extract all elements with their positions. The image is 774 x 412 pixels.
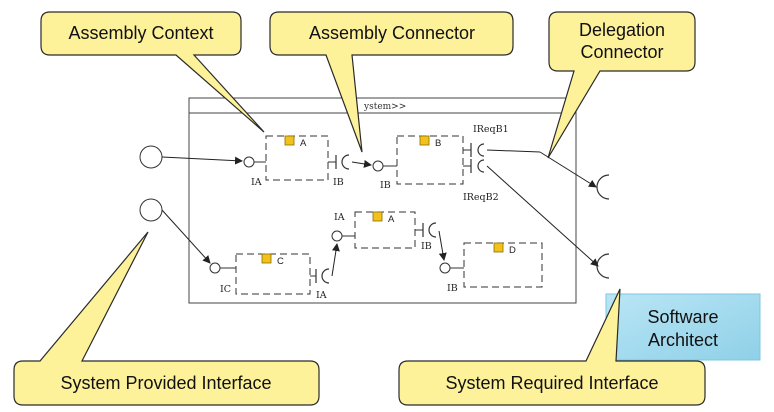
provided-port-ic[interactable] (209, 262, 221, 274)
component-name: A (388, 214, 395, 225)
port-label: IC (220, 284, 231, 295)
callout-assembly-context: Assembly Context (40, 11, 265, 133)
assembly-connector (438, 230, 447, 261)
port-label: IReqB1 (473, 124, 509, 135)
callout-label: Assembly Context (68, 23, 213, 43)
required-port-ireqb2[interactable] (477, 159, 485, 173)
required-port-ia[interactable] (321, 268, 330, 284)
component-b[interactable]: B (396, 135, 464, 185)
provided-port-ia[interactable] (243, 156, 255, 168)
delegation-connector (161, 156, 243, 165)
component-icon (372, 211, 383, 222)
component-icon (261, 253, 272, 264)
port-label: IB (421, 241, 432, 252)
component-icon (284, 135, 295, 146)
port-label: IB (447, 283, 458, 294)
system-provided-interface-1[interactable] (139, 145, 163, 169)
callout-label: Assembly Connector (309, 23, 475, 43)
required-port-ib[interactable] (341, 154, 350, 170)
component-name: A (300, 138, 307, 149)
component-d[interactable]: D (463, 242, 543, 288)
role-label: Architect (648, 330, 718, 350)
system-frame: ystem>> (188, 97, 577, 304)
provided-port-ib[interactable] (439, 262, 451, 274)
callout-system-required-interface: System Required Interface (398, 288, 706, 406)
provided-port-ia[interactable] (331, 230, 343, 242)
callout-label: Delegation (579, 20, 665, 40)
port-label: IA (251, 177, 262, 188)
port-label: IA (334, 212, 345, 223)
required-port-ireqb1[interactable] (477, 143, 485, 157)
component-a-top[interactable]: A (265, 135, 329, 181)
callout-system-provided-interface: System Provided Interface (13, 231, 320, 406)
component-name: B (435, 138, 441, 149)
assembly-connector (331, 243, 340, 277)
callout-label: Connector (580, 42, 663, 62)
port-label: IA (316, 290, 327, 301)
port-label: IB (333, 177, 344, 188)
system-title: ystem>> (363, 102, 406, 112)
component-icon (419, 135, 430, 146)
system-required-interface-1[interactable] (596, 174, 610, 200)
role-label: Software (647, 307, 718, 327)
system-provided-interface-2[interactable] (139, 198, 163, 222)
system-required-interface-2[interactable] (596, 253, 610, 279)
delegation-connector (539, 151, 597, 188)
provided-port-ib[interactable] (372, 160, 384, 172)
component-name: C (277, 256, 284, 267)
callout-label: System Required Interface (445, 373, 658, 393)
callout-assembly-connector: Assembly Connector (269, 11, 514, 153)
delegation-connector (486, 165, 599, 267)
callout-delegation-connector: Delegation Connector (547, 11, 696, 159)
component-c[interactable]: C (235, 253, 311, 295)
delegation-connector (161, 209, 211, 264)
connectors (161, 149, 599, 277)
role-software-architect: Software Architect (605, 293, 761, 361)
delegation-connector (486, 149, 541, 153)
required-port-ib[interactable] (428, 222, 437, 238)
component-icon (493, 242, 504, 253)
port-label: IReqB2 (463, 192, 499, 203)
port-label: IB (380, 180, 391, 191)
component-name: D (509, 245, 516, 256)
callout-label: System Provided Interface (60, 373, 271, 393)
assembly-connector (351, 159, 372, 168)
